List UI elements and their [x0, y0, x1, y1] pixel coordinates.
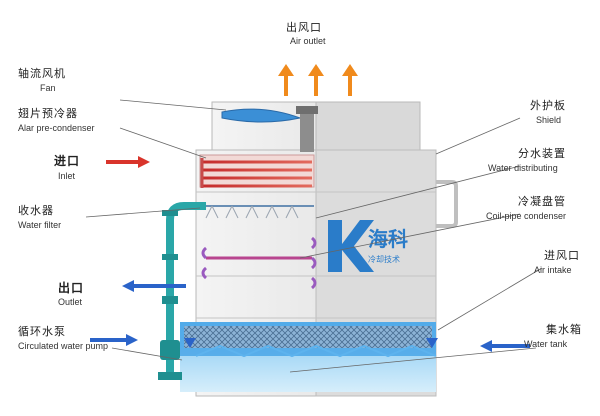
up-arrow-icon [342, 64, 358, 96]
pre-condenser-coil [199, 154, 315, 188]
shield-label-en: Shield [536, 115, 562, 125]
fan-label: 轴流风机 [18, 67, 66, 80]
fan-label-en: Fan [40, 83, 56, 93]
air-outlet-label: 出风口 [286, 21, 322, 34]
side-handle [436, 180, 458, 228]
fill-media [184, 326, 432, 348]
top-housing-right [315, 101, 421, 151]
left-arrow-icon [480, 340, 530, 352]
air-outlet-arrows [278, 64, 358, 96]
up-arrow-icon [278, 64, 294, 96]
water-tank-label: 集水箱 [546, 323, 582, 336]
pump-label: 循环水泵 [18, 325, 66, 338]
shield-label: 外护板 [530, 99, 566, 112]
pump-label-en: Circulated water pump [18, 341, 109, 351]
water-filter-label-en: Water filter [18, 220, 62, 230]
water-filter-label: 收水器 [18, 204, 54, 217]
up-arrow-icon [308, 64, 324, 96]
outlet-label-en: Outlet [58, 297, 83, 307]
coil-condenser [201, 236, 317, 290]
air-outlet-label-en: Air outlet [290, 36, 326, 46]
leader-lines [85, 99, 543, 373]
water-distributor [200, 205, 314, 219]
water-distributing-label-en: Water distributing [488, 163, 558, 173]
brand-logo [328, 220, 374, 272]
air-intake-label-en: Air intake [534, 265, 572, 275]
pre-condenser-label-en: Alar pre-condenser [18, 123, 95, 133]
outlet-label: 出口 [58, 281, 85, 295]
coil-condenser-label-en: Coil-pipe condenser [486, 211, 567, 221]
inlet-label-en: Inlet [58, 171, 76, 181]
fan-blade [221, 108, 302, 123]
pre-condenser-label: 翅片预冷器 [18, 107, 78, 120]
right-arrow-icon [106, 156, 150, 168]
water-tank-label-en: Water tank [524, 339, 568, 349]
water-distributing-label: 分水装置 [518, 147, 566, 160]
logo-name: 海科 [368, 227, 408, 251]
inlet-label: 进口 [54, 154, 81, 168]
coil-condenser-label: 冷凝盘管 [518, 195, 566, 208]
air-intake-label: 进风口 [544, 249, 580, 262]
logo-sub: 冷却技术 [368, 254, 400, 264]
right-arrow-icon [90, 334, 138, 346]
left-arrow-icon [122, 280, 186, 292]
